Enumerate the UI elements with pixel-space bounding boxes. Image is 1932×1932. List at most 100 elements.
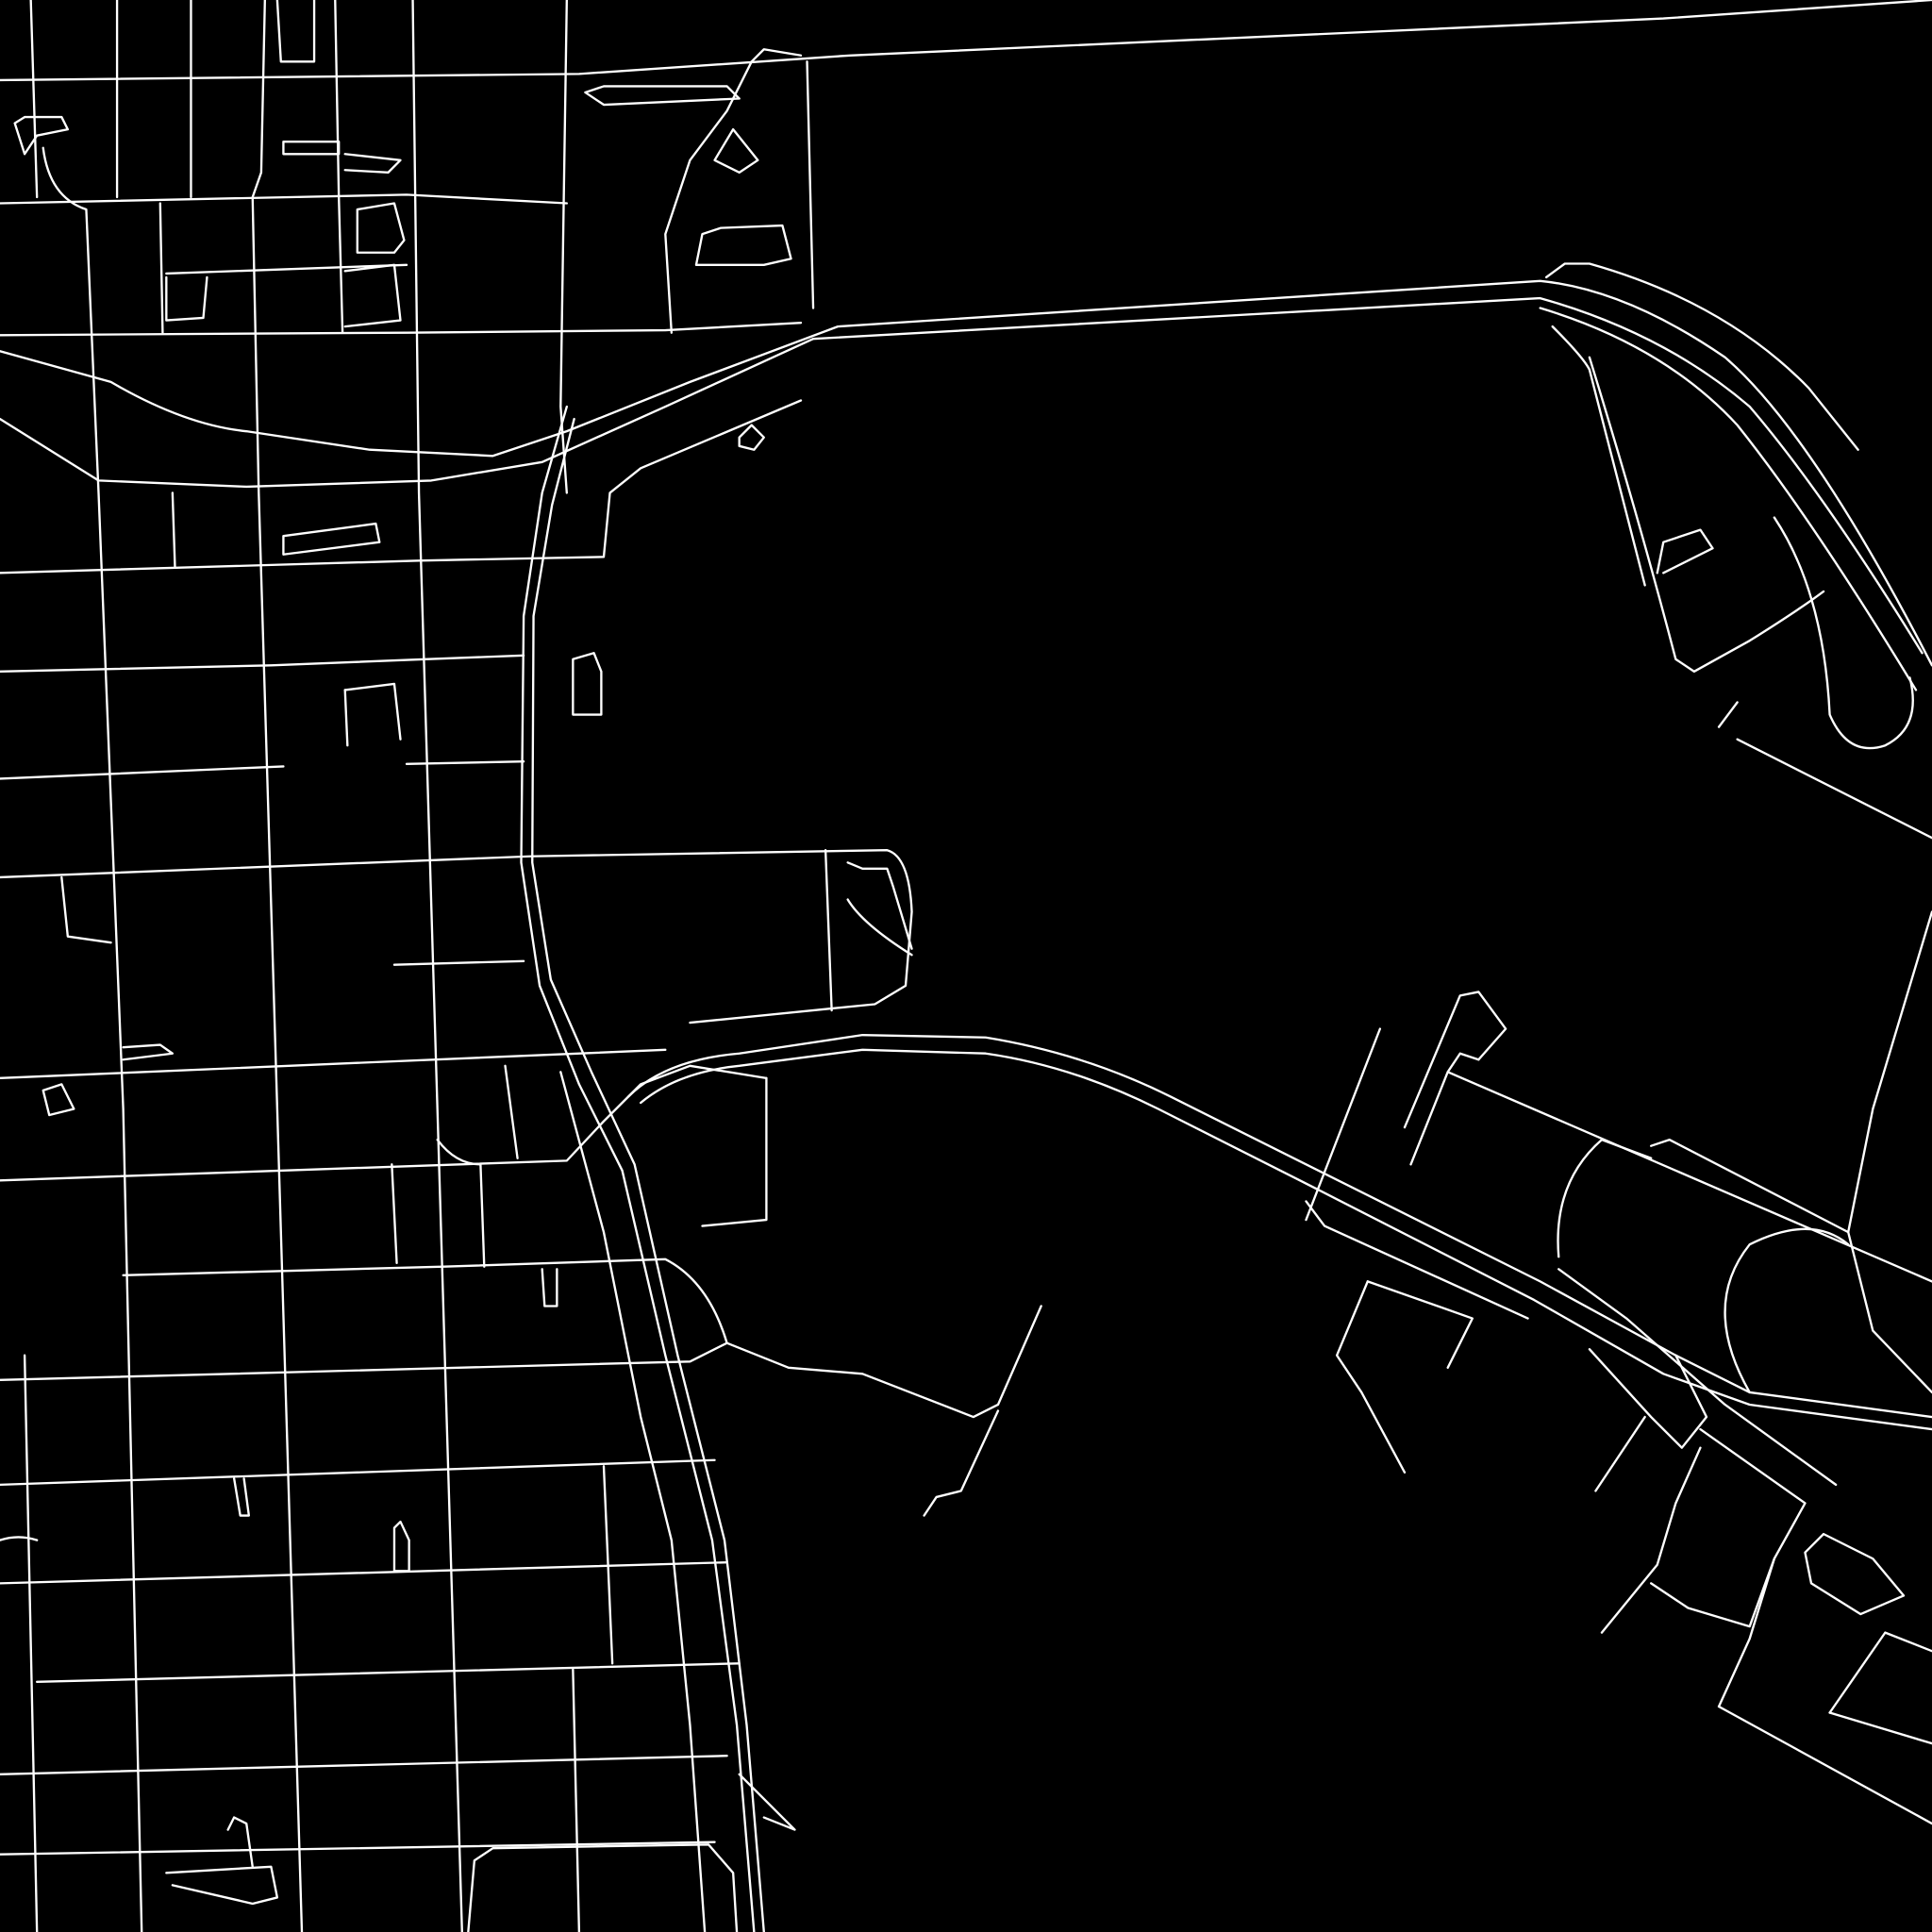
block-outline xyxy=(738,1773,796,1831)
block-outline xyxy=(584,85,741,107)
highway xyxy=(0,279,1932,667)
street xyxy=(1588,356,1825,674)
west-blocks xyxy=(0,0,913,1906)
street xyxy=(1650,1138,1850,1234)
block-outline xyxy=(165,275,208,322)
block-outline xyxy=(738,424,765,451)
street xyxy=(479,1163,486,1268)
main-arterial-curve xyxy=(520,405,765,1932)
street xyxy=(1305,1200,1529,1320)
vertical-streets xyxy=(23,0,833,1932)
street xyxy=(1717,1705,1932,1825)
street xyxy=(1724,1227,1850,1394)
street xyxy=(0,1048,667,1080)
street xyxy=(0,765,285,780)
street xyxy=(1717,1557,1775,1708)
street xyxy=(0,1840,716,1856)
street xyxy=(23,1354,39,1932)
block-outline xyxy=(356,202,406,254)
block-outline xyxy=(664,48,803,334)
block-outline xyxy=(165,1865,279,1906)
street xyxy=(1335,1280,1407,1474)
block-outline xyxy=(232,1477,251,1517)
arterial-road xyxy=(559,1071,707,1932)
street xyxy=(0,849,913,1024)
street xyxy=(1403,991,1507,1129)
street xyxy=(559,0,568,494)
street xyxy=(36,1662,741,1684)
block-outline xyxy=(275,0,316,63)
block-outline xyxy=(343,682,402,741)
block-outline xyxy=(572,652,603,716)
street xyxy=(1773,516,1914,750)
street xyxy=(1409,1052,1480,1166)
block-outline xyxy=(541,1268,558,1307)
street xyxy=(122,1257,1042,1419)
highway xyxy=(1539,307,1918,691)
street xyxy=(251,0,304,1932)
street xyxy=(1656,528,1714,575)
street xyxy=(391,1163,398,1264)
street xyxy=(701,1076,768,1227)
block-outline xyxy=(122,1043,175,1061)
highway xyxy=(0,296,1924,655)
arterial-road xyxy=(520,405,756,1932)
block-outline xyxy=(846,898,913,957)
block-outline xyxy=(282,141,341,156)
street xyxy=(0,1341,728,1382)
east-cluster-roads xyxy=(1305,325,1932,1825)
street xyxy=(1557,1138,1653,1258)
street xyxy=(572,1668,581,1932)
highway xyxy=(1557,1268,1838,1487)
street xyxy=(60,875,112,944)
street xyxy=(165,263,408,275)
highways xyxy=(0,262,1932,1487)
street xyxy=(405,760,525,765)
street xyxy=(504,1064,519,1159)
street xyxy=(1594,1415,1646,1492)
street xyxy=(1717,701,1739,728)
street xyxy=(171,491,176,568)
street xyxy=(0,399,803,575)
block-outline xyxy=(0,1536,39,1541)
street xyxy=(806,60,815,309)
street xyxy=(1828,1631,1932,1714)
block-outline xyxy=(392,1520,410,1573)
street xyxy=(824,849,833,1012)
block-outline xyxy=(694,224,792,266)
street xyxy=(334,0,344,334)
block-outline xyxy=(13,115,70,156)
block-outline xyxy=(226,1816,254,1868)
block-outline xyxy=(846,861,913,950)
street xyxy=(0,322,803,337)
block-outline xyxy=(282,522,381,556)
street xyxy=(1446,1071,1932,1283)
street xyxy=(1366,1280,1474,1369)
street xyxy=(1828,1711,1932,1745)
street xyxy=(1804,1532,1906,1616)
street xyxy=(1736,738,1932,840)
street xyxy=(411,0,463,1932)
street xyxy=(923,1409,1000,1517)
street xyxy=(0,0,1932,82)
highway xyxy=(626,1033,1932,1419)
street xyxy=(0,193,568,205)
street xyxy=(1847,910,1932,1394)
street xyxy=(1551,325,1646,587)
street xyxy=(1600,1446,1702,1634)
street xyxy=(1650,1427,1807,1628)
arterial-road xyxy=(531,417,765,1932)
highway xyxy=(640,1048,1932,1431)
block-outline xyxy=(42,1083,75,1117)
street xyxy=(392,959,525,966)
street xyxy=(0,1560,728,1585)
block-outline xyxy=(343,263,402,328)
block-outline xyxy=(713,127,759,175)
block-outline xyxy=(436,1138,482,1166)
block-outline xyxy=(343,153,402,175)
street xyxy=(158,202,164,334)
street xyxy=(29,0,39,199)
street xyxy=(1305,1027,1382,1222)
